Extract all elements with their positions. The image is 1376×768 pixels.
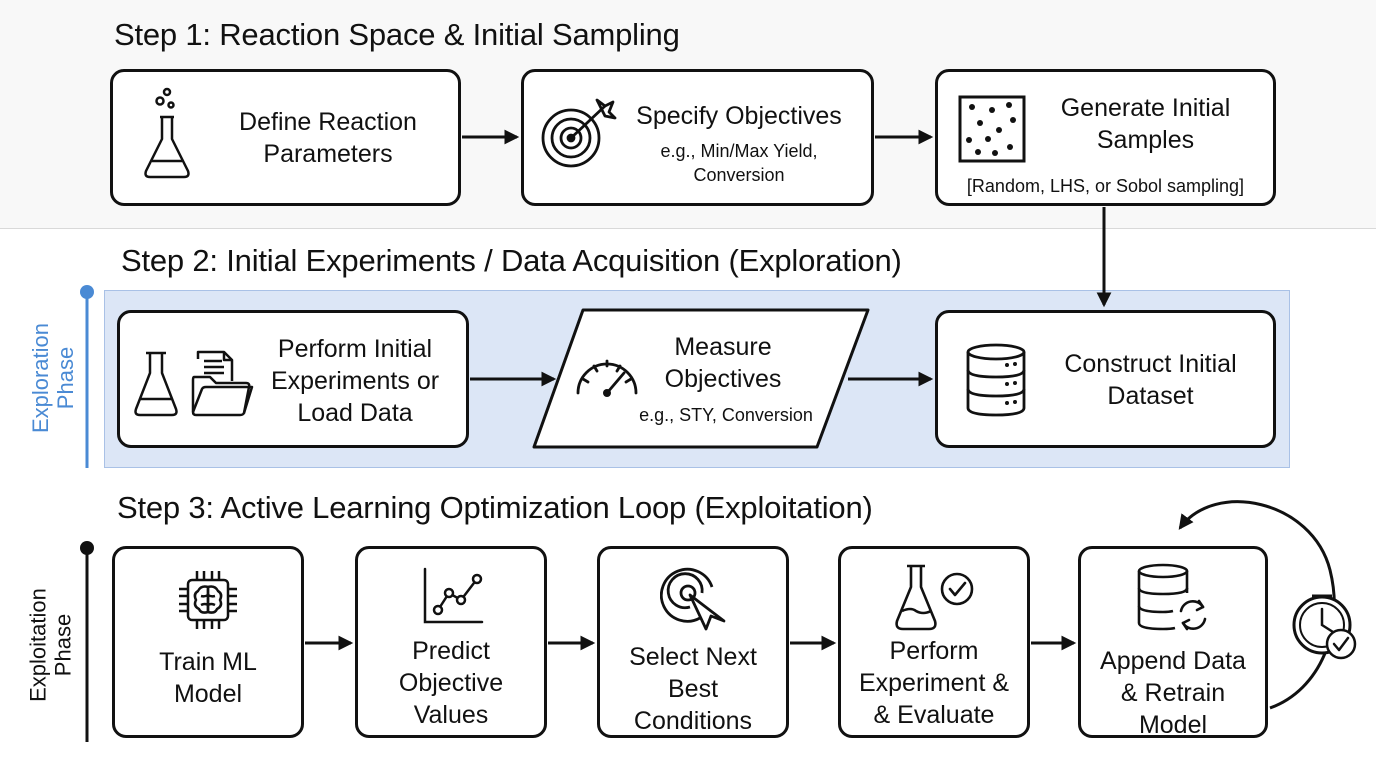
measure-objectives-text: Measure Objectives	[623, 331, 823, 395]
perform-initial-line1: Perform Initial	[277, 335, 433, 363]
specify-objectives-node[interactable]: Specify Objectives e.g., Min/Max Yield, …	[521, 69, 874, 206]
database-refresh-icon	[1137, 563, 1207, 631]
perform-initial-line3: Load Data	[297, 399, 413, 427]
flask-check-icon	[895, 564, 974, 631]
generate-samples-node[interactable]: Generate Initial Samples [Random, LHS, o…	[935, 69, 1276, 206]
construct-dataset-line2: Dataset	[1107, 382, 1194, 410]
flask-folder-icon	[134, 350, 254, 417]
predict-values-line1: Predict	[412, 637, 490, 665]
line-chart-icon	[423, 567, 484, 624]
construct-dataset-text: Construct Initial Dataset	[1038, 348, 1263, 412]
define-params-text: Define Reaction Parameters	[223, 106, 433, 170]
perform-initial-text: Perform Initial Experiments or Load Data	[265, 333, 445, 429]
select-next-line3: Conditions	[633, 707, 753, 735]
target-cursor-icon	[660, 567, 726, 631]
append-retrain-text: Append Data & Retrain Model	[1081, 645, 1265, 741]
generate-samples-line1: Generate Initial	[1060, 94, 1231, 122]
perform-experiment-line1: Perform	[889, 637, 979, 665]
measure-objectives-line2: Objectives	[664, 365, 782, 393]
generate-samples-line2: Samples	[1096, 126, 1195, 154]
specify-objectives-sub2: Conversion	[693, 165, 785, 185]
perform-experiment-line3: & Evaluate	[873, 701, 995, 729]
perform-experiment-line2: Experiment &	[858, 669, 1010, 697]
append-retrain-line3: Model	[1138, 711, 1208, 739]
measure-objectives-sub: e.g., STY, Conversion	[639, 405, 813, 425]
generate-samples-text: Generate Initial Samples	[1038, 92, 1253, 156]
select-next-line2: Best	[667, 675, 719, 703]
perform-experiment-text: Perform Experiment & & Evaluate	[841, 635, 1027, 731]
gauge-icon	[576, 359, 638, 397]
flask-bubbles-icon	[144, 87, 190, 179]
append-retrain-node[interactable]: Append Data & Retrain Model	[1078, 546, 1268, 741]
step3-title: Step 3: Active Learning Optimization Loo…	[117, 490, 873, 525]
append-retrain-line2: & Retrain	[1120, 679, 1226, 707]
perform-initial-node[interactable]: Perform Initial Experiments or Load Data	[117, 310, 469, 448]
step1-title: Step 1: Reaction Space & Initial Samplin…	[114, 17, 680, 52]
define-params-line1: Define Reaction	[239, 108, 417, 136]
select-next-node[interactable]: Select Next Best Conditions	[597, 546, 789, 738]
target-arrow-icon	[541, 98, 617, 168]
band-divider	[0, 228, 1376, 229]
train-model-line1: Train ML	[159, 648, 257, 676]
append-retrain-line1: Append Data	[1100, 647, 1246, 675]
construct-dataset-node[interactable]: Construct Initial Dataset	[935, 310, 1276, 448]
exploitation-timeline-dot	[80, 541, 94, 555]
predict-values-node[interactable]: Predict Objective Values	[355, 546, 547, 738]
construct-dataset-line1: Construct Initial	[1064, 350, 1237, 378]
predict-values-text: Predict Objective Values	[358, 635, 544, 731]
train-model-line2: Model	[173, 680, 243, 708]
predict-values-line2: Objective	[398, 669, 504, 697]
specify-objectives-sub1: e.g., Min/Max Yield,	[660, 141, 818, 161]
step2-title: Step 2: Initial Experiments / Data Acqui…	[121, 243, 902, 278]
scatter-points-icon	[958, 95, 1026, 163]
measure-objectives-line1: Measure	[674, 333, 772, 361]
select-next-line1: Select Next	[629, 643, 757, 671]
generate-samples-note: [Random, LHS, or Sobol sampling]	[966, 176, 1245, 196]
train-model-text: Train ML Model	[115, 646, 301, 710]
exploration-timeline-dot	[80, 285, 94, 299]
perform-initial-line2: Experiments or	[270, 367, 440, 395]
database-icon	[966, 343, 1026, 417]
select-next-text: Select Next Best Conditions	[600, 641, 786, 737]
predict-values-line3: Values	[413, 701, 489, 729]
measure-objectives-shape[interactable]	[530, 308, 872, 450]
clock-check-icon	[1292, 594, 1357, 660]
brain-chip-icon	[179, 571, 237, 629]
define-params-node[interactable]: Define Reaction Parameters	[110, 69, 461, 206]
specify-objectives-title: Specify Objectives	[636, 102, 842, 130]
perform-experiment-node[interactable]: Perform Experiment & & Evaluate	[838, 546, 1030, 738]
specify-objectives-sub: e.g., Min/Max Yield, Conversion	[624, 139, 854, 187]
retrain-loop-arrow	[1178, 500, 1336, 710]
define-params-line2: Parameters	[263, 140, 393, 168]
train-model-node[interactable]: Train ML Model	[112, 546, 304, 738]
